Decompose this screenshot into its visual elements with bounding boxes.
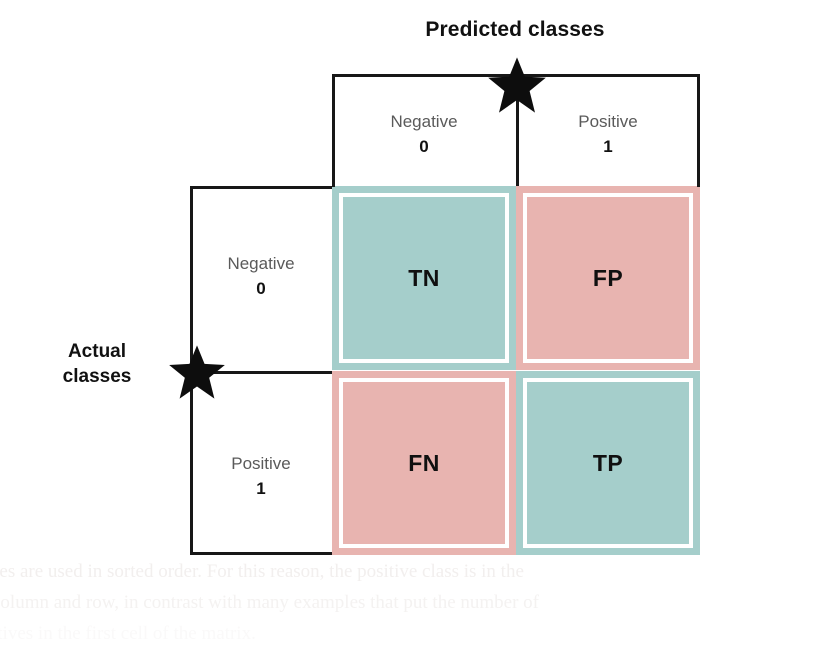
column-header-negative-label: Negative [390,112,458,131]
column-header-positive-label: Positive [578,112,638,131]
matrix-cell-fp-label: FP [592,264,624,291]
matrix-cell-tn-ring: TN [339,193,509,363]
predicted-column-divider [516,74,519,186]
matrix-cell-tp[interactable]: TP [516,371,700,555]
column-header-negative-value: 0 [419,137,429,156]
matrix-cell-fn[interactable]: FN [332,371,516,555]
matrix-cell-tp-inner: TP [527,382,689,544]
actual-row-divider [190,371,332,374]
matrix-cell-tn[interactable]: TN [332,186,516,370]
matrix-cell-fn-inner: FN [343,382,505,544]
matrix-cell-fn-ring: FN [339,378,509,548]
column-header-positive: Positive 1 [516,110,700,160]
star-icon-predicted-origin [488,57,546,113]
actual-classes-title: Actual classes [22,339,172,389]
background-text-line-1: ses are used in sorted order. For this r… [0,561,524,582]
row-header-negative-value: 0 [256,279,266,298]
row-header-positive-value: 1 [256,479,266,498]
background-text-line-3: itives in the first cell of the matrix. [0,623,256,644]
column-header-negative: Negative 0 [332,110,516,160]
matrix-cell-tp-label: TP [592,449,624,476]
matrix-cell-fn-label: FN [408,449,440,476]
row-header-negative-label: Negative [227,254,295,273]
actual-classes-title-line-1: Actual [67,341,127,362]
row-header-negative: Negative 0 [190,252,332,302]
row-header-positive-label: Positive [231,454,291,473]
background-article-text: ses are used in sorted order. For this r… [0,556,652,649]
matrix-cell-tn-label: TN [408,264,440,291]
matrix-cell-fp[interactable]: FP [516,186,700,370]
actual-classes-title-line-2: classes [62,366,132,387]
star-icon-actual-origin [169,345,225,399]
background-text-line-2: column and row, in contrast with many ex… [0,592,540,613]
matrix-cell-tp-ring: TP [523,378,693,548]
column-header-positive-value: 1 [603,137,613,156]
row-header-positive: Positive 1 [190,452,332,502]
matrix-cell-fp-inner: FP [527,197,689,359]
confusion-matrix-grid: TN FP FN TP [332,186,700,555]
matrix-cell-fp-ring: FP [523,193,693,363]
matrix-cell-tn-inner: TN [343,197,505,359]
predicted-classes-title: Predicted classes [425,18,605,41]
